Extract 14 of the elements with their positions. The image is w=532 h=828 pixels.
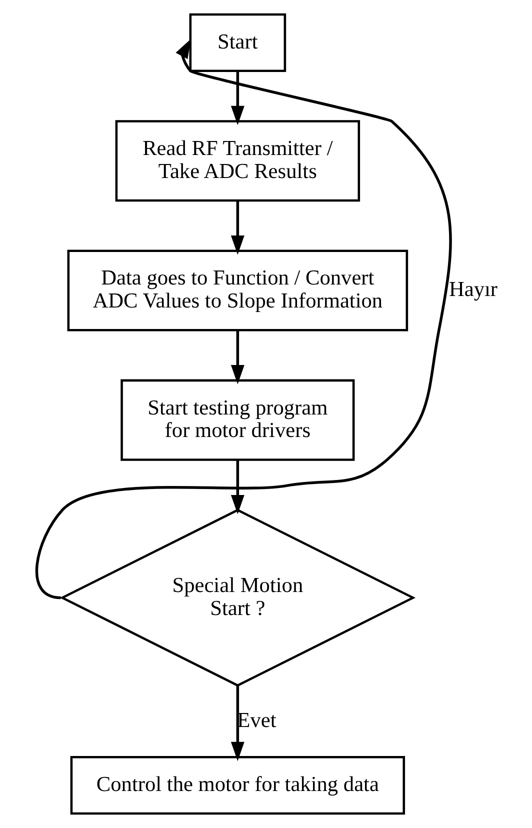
node-box: Start — [188, 13, 286, 72]
arrow — [230, 201, 244, 255]
node-box: Start testing program for motor drivers — [120, 379, 354, 461]
arrow — [35, 39, 452, 600]
arrow — [230, 330, 244, 384]
edge-label: Evet — [236, 708, 276, 732]
arrow — [230, 70, 244, 126]
edge-label: Hayır — [448, 277, 498, 302]
arrow — [230, 460, 244, 514]
node-box: Control the motor for taking data — [70, 756, 405, 815]
node-box: Data goes to Function / Convert ADC Values to Slope Information — [66, 250, 408, 332]
node-diamond: Special Motion Start ? — [59, 508, 416, 687]
arrow — [230, 686, 244, 762]
node-box: Read RF Transmitter / Take ADC Results — [114, 120, 360, 202]
